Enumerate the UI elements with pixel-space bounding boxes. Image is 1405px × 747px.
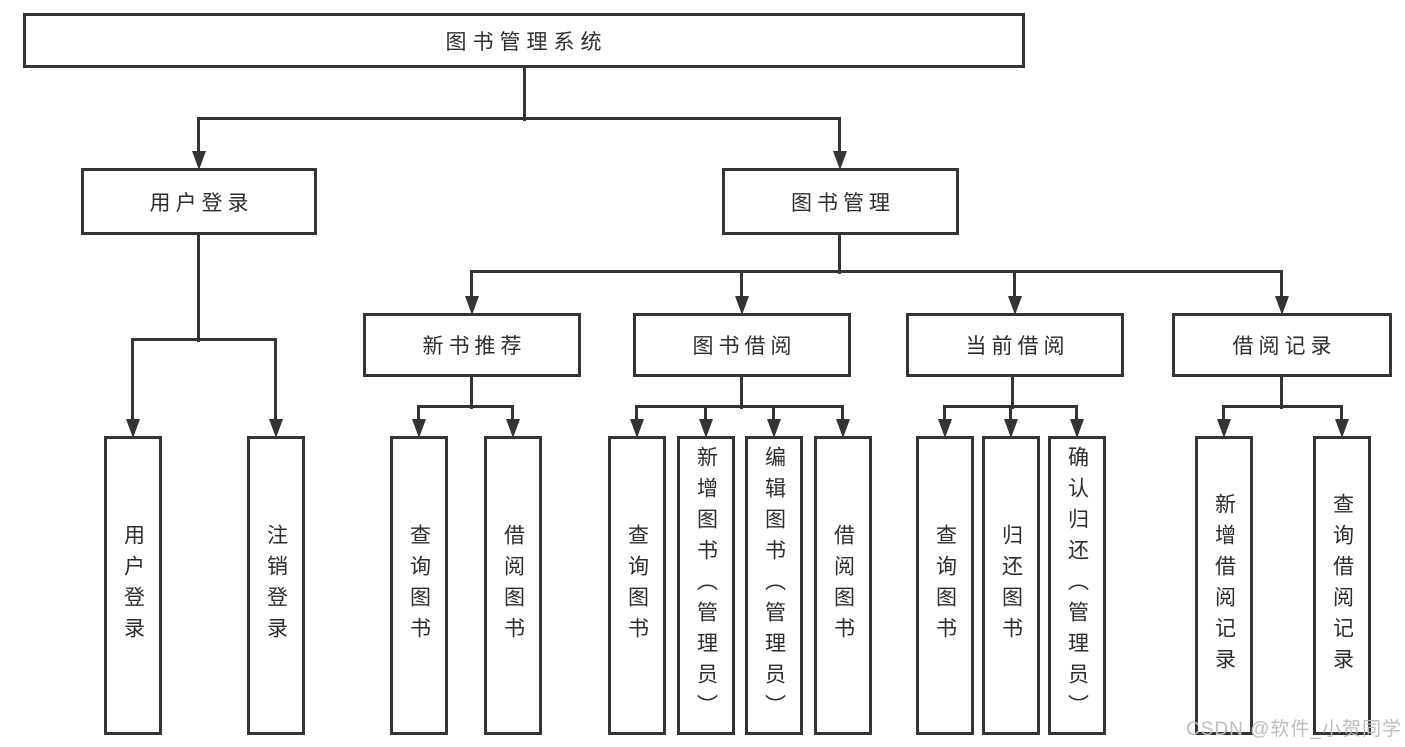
node-library-system: 图书管理系统: [23, 13, 1025, 68]
node-borrowing-records: 借阅记录: [1172, 313, 1392, 377]
connector-vline: [511, 407, 514, 421]
connector-vline: [523, 68, 526, 121]
arrow-down-icon: [1335, 419, 1349, 438]
connector-hline: [197, 117, 841, 120]
connector-vline: [838, 119, 841, 155]
connector-vline: [838, 235, 841, 274]
arrow-down-icon: [836, 419, 850, 438]
connector-hline: [131, 338, 277, 341]
connector-vline: [772, 407, 775, 421]
leaf-borrowing-edit-books-admin: 编辑图书（管理员）: [745, 436, 803, 735]
arrow-down-icon: [1217, 419, 1231, 438]
leaf-user-login: 用户登录: [104, 436, 162, 735]
node-new-book-recommend: 新书推荐: [363, 313, 581, 377]
connector-vline: [1009, 407, 1012, 421]
connector-vline: [1340, 407, 1343, 421]
csdn-watermark: CSDN @软件_小贺同学: [1186, 719, 1402, 740]
connector-hline: [470, 270, 1283, 273]
connector-vline: [470, 272, 473, 299]
connector-vline: [841, 407, 844, 421]
leaf-current-return-books: 归还图书: [982, 436, 1040, 735]
leaf-records-query-record: 查询借阅记录: [1313, 436, 1371, 735]
connector-vline: [197, 235, 200, 342]
connector-vline: [1011, 377, 1014, 409]
connector-vline: [1280, 377, 1283, 409]
connector-hline: [417, 405, 514, 408]
leaf-borrowing-add-books-admin: 新增图书（管理员）: [677, 436, 735, 735]
leaf-borrowing-borrow-books: 借阅图书: [814, 436, 872, 735]
connector-vline: [943, 407, 946, 421]
leaf-newbooks-query-books: 查询图书: [390, 436, 448, 735]
arrow-down-icon: [1070, 419, 1084, 438]
arrow-down-icon: [767, 419, 781, 438]
arrow-down-icon: [1275, 296, 1289, 315]
connector-vline: [417, 407, 420, 421]
connector-vline: [1075, 407, 1078, 421]
connector-vline: [1280, 272, 1283, 299]
connector-vline: [131, 340, 134, 423]
connector-vline: [197, 119, 200, 155]
arrow-down-icon: [269, 419, 283, 438]
arrow-down-icon: [192, 151, 206, 170]
leaf-current-confirm-return-admin: 确认归还（管理员）: [1048, 436, 1106, 735]
connector-hline: [1222, 405, 1343, 408]
arrow-down-icon: [938, 419, 952, 438]
node-book-management: 图书管理: [722, 168, 959, 235]
leaf-current-query-books: 查询图书: [916, 436, 974, 735]
connector-vline: [274, 340, 277, 423]
arrow-down-icon: [699, 419, 713, 438]
connector-vline: [470, 377, 473, 409]
connector-hline: [635, 405, 844, 408]
connector-vline: [704, 407, 707, 421]
arrow-down-icon: [1004, 419, 1018, 438]
connector-vline: [740, 272, 743, 299]
arrow-down-icon: [412, 419, 426, 438]
connector-hline: [943, 405, 1078, 408]
connector-vline: [1013, 272, 1016, 299]
node-user-login: 用户登录: [81, 168, 317, 235]
arrow-down-icon: [1008, 296, 1022, 315]
connector-vline: [740, 377, 743, 409]
leaf-borrowing-query-books: 查询图书: [608, 436, 666, 735]
arrow-down-icon: [465, 296, 479, 315]
arrow-down-icon: [126, 419, 140, 438]
connector-vline: [635, 407, 638, 421]
arrow-down-icon: [630, 419, 644, 438]
node-current-borrowing: 当前借阅: [906, 313, 1124, 377]
arrow-down-icon: [506, 419, 520, 438]
arrow-down-icon: [735, 296, 749, 315]
leaf-logout: 注销登录: [247, 436, 305, 735]
leaf-records-add-record: 新增借阅记录: [1195, 436, 1253, 735]
leaf-newbooks-borrow-books: 借阅图书: [484, 436, 542, 735]
arrow-down-icon: [833, 151, 847, 170]
connector-vline: [1222, 407, 1225, 421]
node-book-borrowing: 图书借阅: [633, 313, 851, 377]
